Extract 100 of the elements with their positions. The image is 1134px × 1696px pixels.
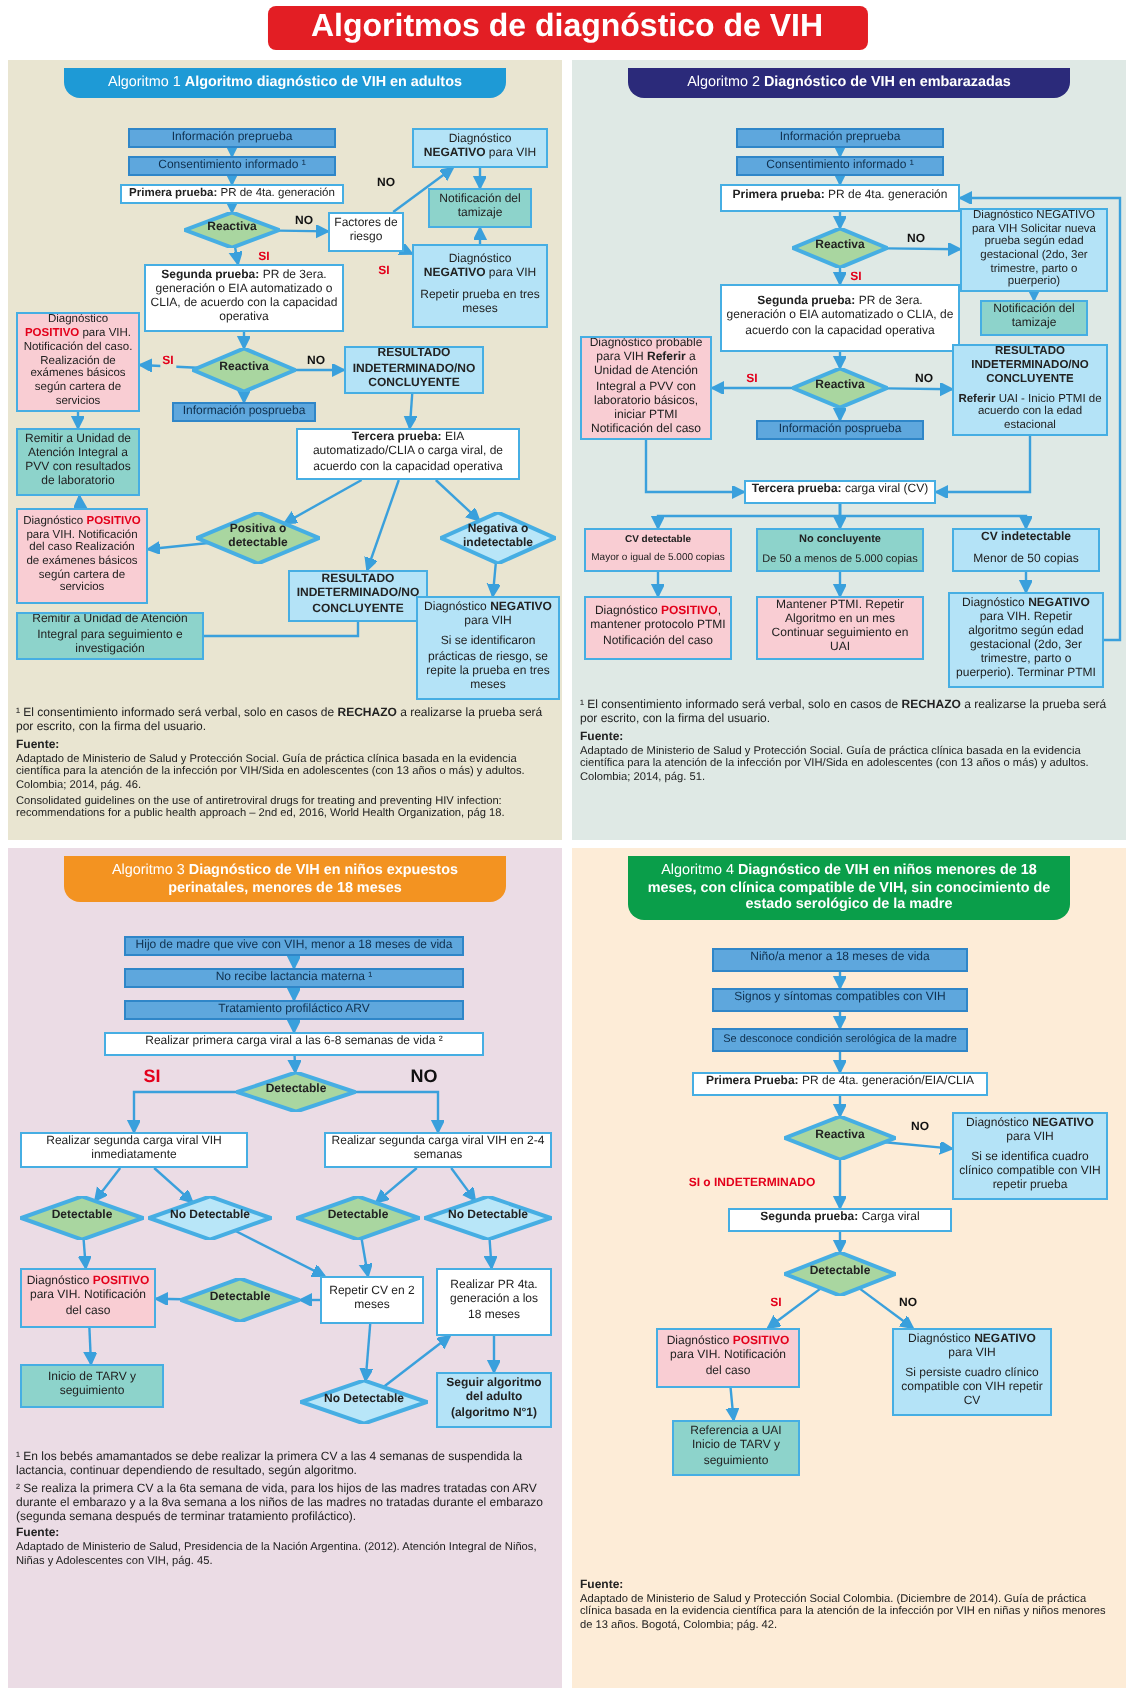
process-box xyxy=(720,184,960,212)
algorithm-panel xyxy=(572,60,1126,840)
algorithm-panel xyxy=(8,848,562,1688)
result-box xyxy=(412,128,548,168)
edge-label: NO xyxy=(408,1066,440,1086)
step-bar xyxy=(128,156,336,176)
step-bar xyxy=(124,968,464,988)
arrow xyxy=(287,1055,302,1074)
arrow xyxy=(225,143,239,157)
decision-diamond xyxy=(184,212,280,248)
decision-diamond xyxy=(440,512,556,564)
arrow xyxy=(473,168,487,189)
arrow xyxy=(833,972,847,989)
arrow xyxy=(359,1238,373,1277)
decision-diamond xyxy=(192,348,296,392)
arrow xyxy=(487,1336,501,1373)
arrow xyxy=(486,562,501,597)
arrow xyxy=(375,1167,418,1204)
process-box xyxy=(120,184,344,204)
result-box xyxy=(412,244,548,328)
arrow xyxy=(833,1160,847,1209)
arrow xyxy=(833,572,847,597)
connector-line xyxy=(204,622,360,638)
arrow xyxy=(886,242,961,257)
arrow xyxy=(287,987,301,1001)
arrow xyxy=(383,1335,451,1388)
arrow xyxy=(229,246,243,265)
process-box xyxy=(20,1132,248,1168)
arrow xyxy=(237,389,251,403)
step-bar xyxy=(128,128,336,148)
arrow xyxy=(73,495,87,510)
arrow xyxy=(139,358,198,373)
result-box xyxy=(952,1112,1108,1200)
decision-diamond xyxy=(20,1196,144,1240)
arrow xyxy=(833,352,847,369)
step-bar xyxy=(712,1028,968,1052)
arrow xyxy=(296,363,345,377)
decision-diamond xyxy=(784,1252,896,1296)
action-box xyxy=(980,300,1088,336)
step-bar xyxy=(124,1000,464,1020)
arrow xyxy=(767,1287,822,1329)
arrow xyxy=(153,1167,194,1204)
decision-diamond xyxy=(792,368,888,408)
result-box xyxy=(416,596,560,700)
arrow xyxy=(356,1090,445,1133)
arrow xyxy=(77,1239,92,1269)
arrow xyxy=(450,1167,476,1202)
decision-diamond xyxy=(196,512,320,564)
arrow xyxy=(287,1019,301,1033)
arrow xyxy=(935,436,1032,499)
arrow xyxy=(833,1096,847,1117)
arrow xyxy=(127,1090,236,1133)
arrow xyxy=(725,1387,740,1421)
arrow xyxy=(833,268,847,285)
process-box xyxy=(436,1268,552,1336)
process-box xyxy=(728,1208,952,1232)
arrow xyxy=(711,381,792,395)
arrow xyxy=(237,332,251,349)
arrow xyxy=(283,478,363,525)
arrow xyxy=(403,393,418,429)
action-box xyxy=(756,528,924,572)
result-box xyxy=(892,1328,1052,1416)
decision-diamond xyxy=(784,1116,896,1160)
arrow xyxy=(838,504,1033,529)
result-box xyxy=(952,528,1100,572)
arrow xyxy=(71,412,85,429)
result-box xyxy=(584,596,732,660)
arrow xyxy=(359,1323,374,1382)
arrow xyxy=(155,1292,182,1306)
arrow xyxy=(833,143,847,157)
decision-diamond xyxy=(792,228,888,268)
step-bar xyxy=(712,988,968,1012)
decision-diamond xyxy=(300,1380,428,1424)
process-box xyxy=(692,1072,988,1096)
arrow xyxy=(235,1229,326,1278)
step-bar xyxy=(172,402,316,422)
step-bar xyxy=(124,936,464,956)
arrow xyxy=(483,1239,498,1269)
algorithm-panel xyxy=(572,848,1126,1688)
arrow xyxy=(83,1327,98,1365)
decision-diamond xyxy=(424,1196,552,1240)
step-bar xyxy=(736,156,944,176)
arrow xyxy=(833,212,847,229)
arrow xyxy=(833,407,847,421)
arrow xyxy=(147,541,209,555)
arrow xyxy=(287,955,301,969)
arrow xyxy=(833,1232,847,1253)
arrow xyxy=(435,479,481,522)
arrow xyxy=(833,171,847,185)
action-box xyxy=(672,1420,800,1476)
decision-diamond xyxy=(148,1196,272,1240)
arrow xyxy=(959,191,1122,642)
arrow xyxy=(833,1052,847,1073)
process-box xyxy=(104,1032,484,1056)
step-bar xyxy=(736,128,944,148)
result-box xyxy=(436,1372,552,1428)
arrow xyxy=(858,1287,914,1329)
decision-diamond xyxy=(180,1278,300,1322)
decision-diamond xyxy=(236,1072,356,1112)
edge-label: SI xyxy=(141,1066,163,1086)
